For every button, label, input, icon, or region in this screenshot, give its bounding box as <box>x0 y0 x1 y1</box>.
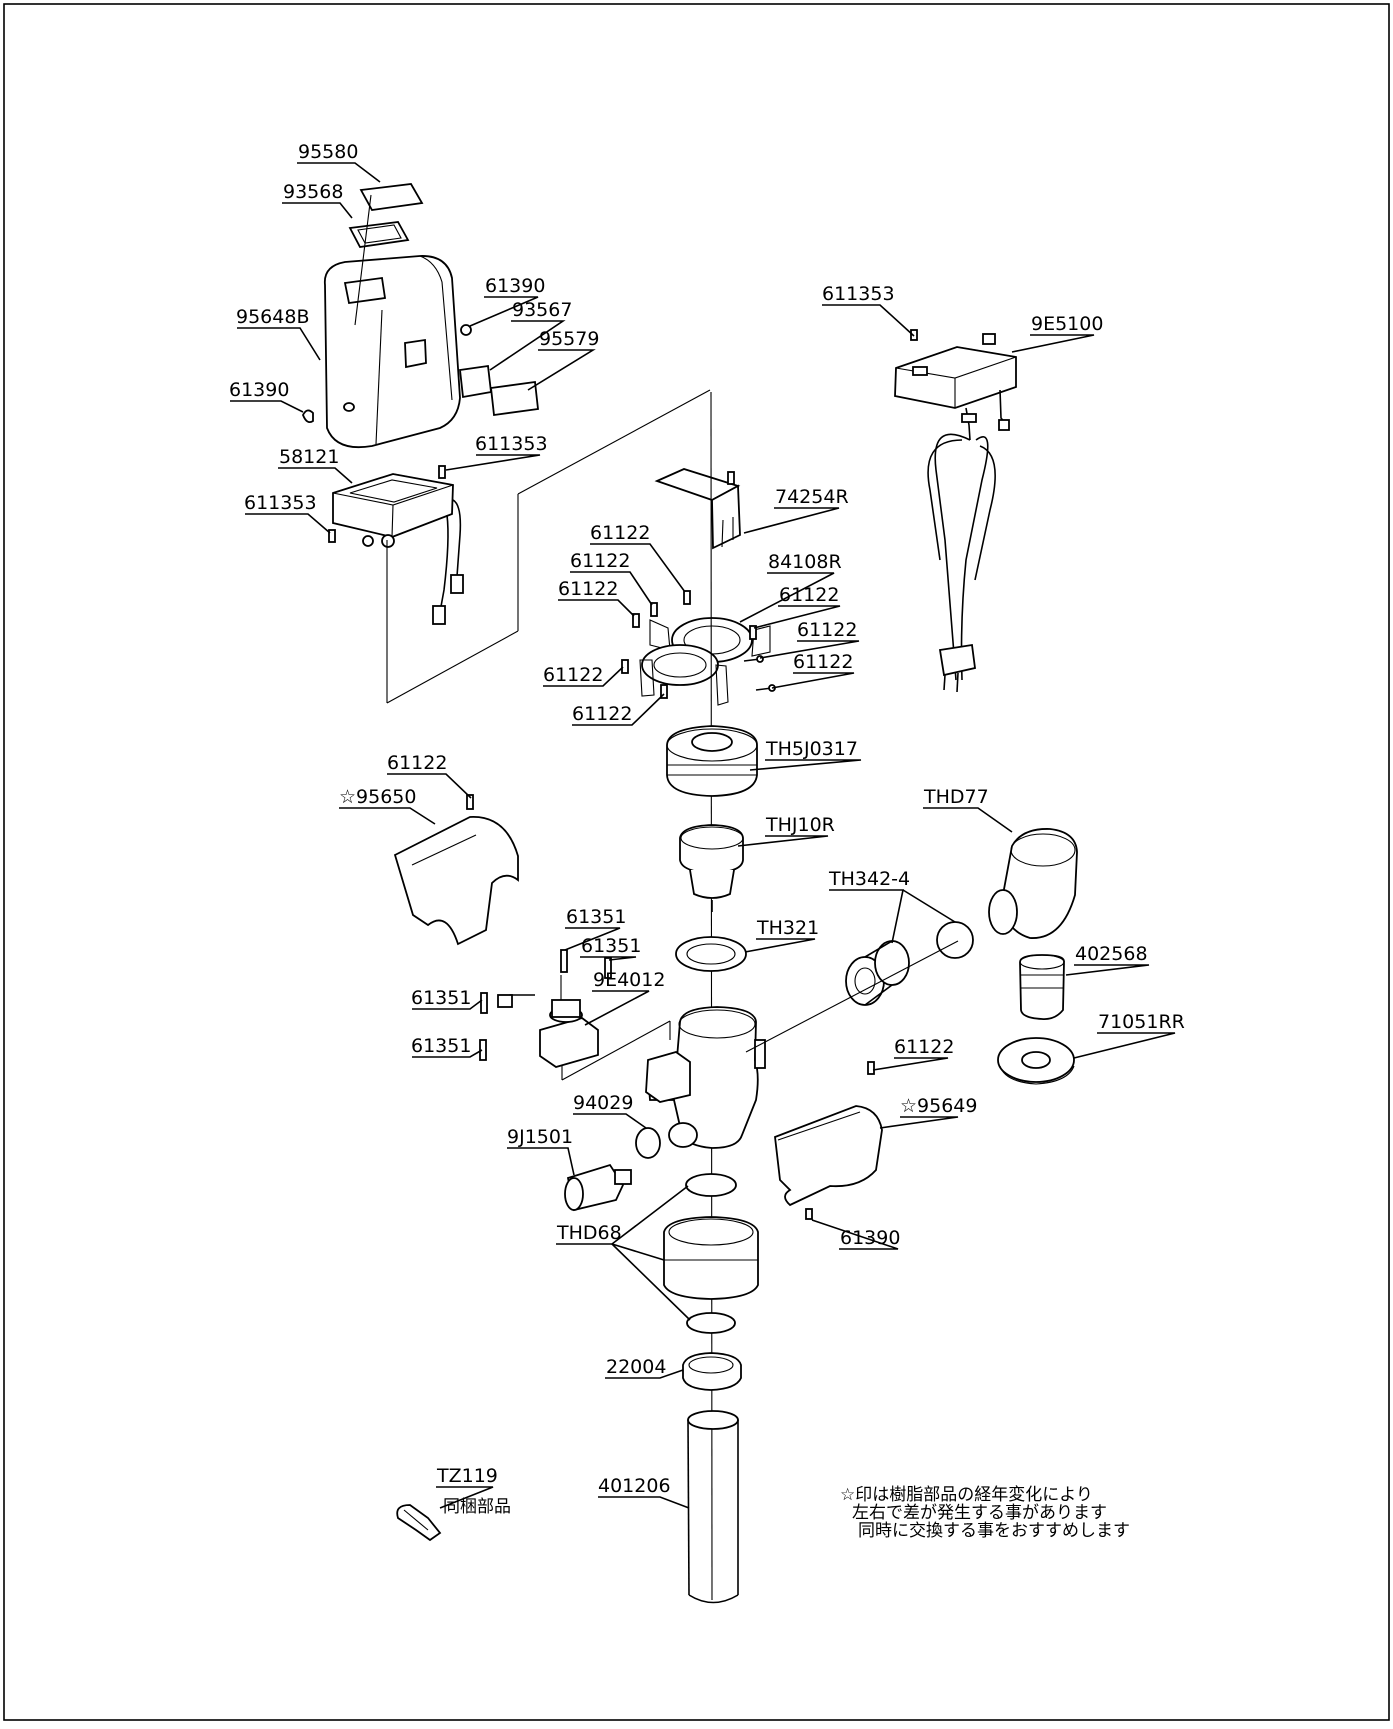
label-611353-top: 611353 <box>822 283 895 305</box>
label-thd77: THD77 <box>923 786 989 808</box>
label-95650: ☆95650 <box>339 786 416 808</box>
part-labels: 95580 93568 95648B 61390 93567 95579 613… <box>229 141 1185 1541</box>
connector-lines <box>386 389 711 1081</box>
label-61390-bottom: 61390 <box>840 1227 900 1249</box>
label-61122-h: 61122 <box>572 703 632 725</box>
label-84108r: 84108R <box>768 551 842 573</box>
label-thd68: THD68 <box>556 1222 622 1244</box>
label-61122-d: 61122 <box>779 584 839 606</box>
label-611353-mid: 611353 <box>475 433 548 455</box>
valve-stack <box>479 391 766 1604</box>
label-61122-cover: 61122 <box>387 752 447 774</box>
label-th5j0317: TH5J0317 <box>765 738 858 760</box>
label-9e5100: 9E5100 <box>1031 313 1103 335</box>
note-line-3: 同時に交換する事をおすすめします <box>858 1521 1130 1541</box>
label-th321: TH321 <box>756 917 819 939</box>
label-61122-g: 61122 <box>543 664 603 686</box>
ac-adapter-group <box>894 329 1017 693</box>
sensor-cover-group <box>302 183 539 625</box>
cover-95649 <box>774 1061 883 1220</box>
label-61122-a: 61122 <box>590 522 650 544</box>
label-61351-b: 61351 <box>581 935 641 957</box>
label-thj10r: THJ10R <box>765 814 835 836</box>
bundled-parts-text: 同梱部品 <box>443 1497 511 1517</box>
label-9e4012: 9E4012 <box>593 969 665 991</box>
label-61122-c: 61122 <box>558 578 618 600</box>
label-th342-4: TH342-4 <box>828 868 910 890</box>
leader-lines <box>230 162 1176 1509</box>
label-95580: 95580 <box>298 141 358 163</box>
label-95648b: 95648B <box>236 306 309 328</box>
label-61122-e: 61122 <box>797 619 857 641</box>
label-61351-c: 61351 <box>411 987 471 1009</box>
label-61390-left: 61390 <box>229 379 289 401</box>
label-71051rr: 71051RR <box>1098 1011 1185 1033</box>
fitting-group <box>745 828 1078 1085</box>
tool-tz119 <box>396 1504 442 1542</box>
label-58121: 58121 <box>279 446 339 468</box>
label-61390-top: 61390 <box>485 275 545 297</box>
label-93567: 93567 <box>512 299 572 321</box>
label-74254r: 74254R <box>775 486 849 508</box>
label-611353-left: 611353 <box>244 492 317 514</box>
label-tz119: TZ119 <box>436 1465 498 1487</box>
label-401206: 401206 <box>598 1475 671 1497</box>
label-94029: 94029 <box>573 1092 633 1114</box>
cover-95650 <box>393 794 519 946</box>
label-9j1501: 9J1501 <box>507 1126 573 1148</box>
label-61122-b: 61122 <box>570 550 630 572</box>
bracket-group <box>621 468 776 706</box>
label-22004: 22004 <box>606 1356 666 1378</box>
label-93568: 93568 <box>283 181 343 203</box>
note-line-2: 左右で差が発生する事があります <box>852 1503 1107 1523</box>
label-61351-a: 61351 <box>566 906 626 928</box>
drawing-border <box>3 3 1390 1721</box>
label-61351-d: 61351 <box>411 1035 471 1057</box>
label-95649: ☆95649 <box>900 1095 977 1117</box>
label-61122-right: 61122 <box>894 1036 954 1058</box>
label-61122-f: 61122 <box>793 651 853 673</box>
note-line-1: ☆印は樹脂部品の経年変化により <box>840 1485 1093 1505</box>
label-402568: 402568 <box>1075 943 1148 965</box>
label-95579: 95579 <box>539 328 599 350</box>
